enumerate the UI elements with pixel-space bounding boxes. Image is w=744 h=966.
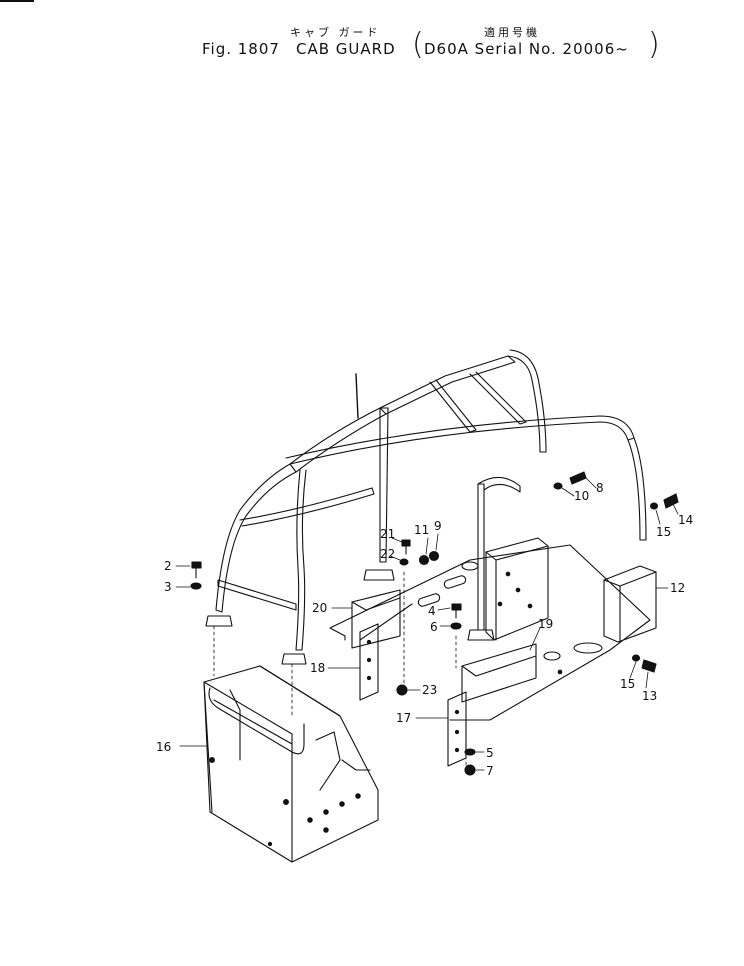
bolt-14 [663,493,679,509]
label-22: 22 [380,547,395,561]
washer-15b [631,654,641,662]
label-10: 10 [574,489,589,503]
bolt-4 [451,603,462,619]
label-12: 12 [670,581,685,595]
washer-22 [399,558,409,566]
label-5: 5 [486,746,494,760]
label-23: 23 [422,683,437,697]
close-paren: ) [648,27,660,62]
label-11: 11 [414,523,429,537]
side-cover-20 [351,589,401,649]
console-16 [203,665,379,863]
japanese-title: キャブ ガード [290,26,381,39]
bolt-8 [569,471,587,485]
bolt-13 [641,659,657,673]
label-20: 20 [312,601,327,615]
hardware [190,471,679,776]
corner-mark [0,0,34,2]
right-fender-box [603,565,657,643]
leader-lines [175,477,679,771]
label-17: 17 [396,711,411,725]
label-6: 6 [430,620,438,634]
washer-6 [450,622,462,630]
floor-plate [329,544,651,721]
alignment-lines [213,571,467,771]
label-15b: 15 [620,677,635,691]
side-cover-19 [461,643,537,703]
label-14: 14 [678,513,693,527]
label-3: 3 [164,580,172,594]
part-labels: 2 3 4 5 6 7 8 9 10 11 12 13 14 15 15 16 … [156,481,693,778]
rear-center-plate [485,537,549,641]
label-21: 21 [380,527,395,541]
label-8: 8 [596,481,604,495]
nut-9 [428,550,440,562]
page-title: CAB GUARD [296,40,396,58]
washer-3 [190,582,202,590]
washer-10 [553,482,563,490]
washer-5 [464,748,476,756]
label-16: 16 [156,740,171,754]
label-15a: 15 [656,525,671,539]
label-7: 7 [486,764,494,778]
label-18: 18 [310,661,325,675]
label-19: 19 [538,617,553,631]
nut-23 [396,684,408,696]
label-13: 13 [642,689,657,703]
washer-15a [649,502,659,510]
japanese-applicable-label: 適用号機 [484,26,540,39]
bracket-18 [359,623,379,701]
nut-11 [418,554,430,566]
nut-7 [464,764,476,776]
serial-range: D60A Serial No. 20006~ [424,40,629,58]
bolt-2 [191,561,202,579]
open-paren: ( [412,27,424,62]
label-2: 2 [164,559,172,573]
rops-mount-feet [205,569,495,665]
page-header: キャブ ガード 適用号機 Fig. 1807 CAB GUARD ( D60A … [0,0,744,70]
bracket-17 [447,691,467,767]
bolt-21 [401,539,411,555]
figure-number: Fig. 1807 [202,40,280,58]
label-9: 9 [434,519,442,533]
label-4: 4 [428,604,436,618]
